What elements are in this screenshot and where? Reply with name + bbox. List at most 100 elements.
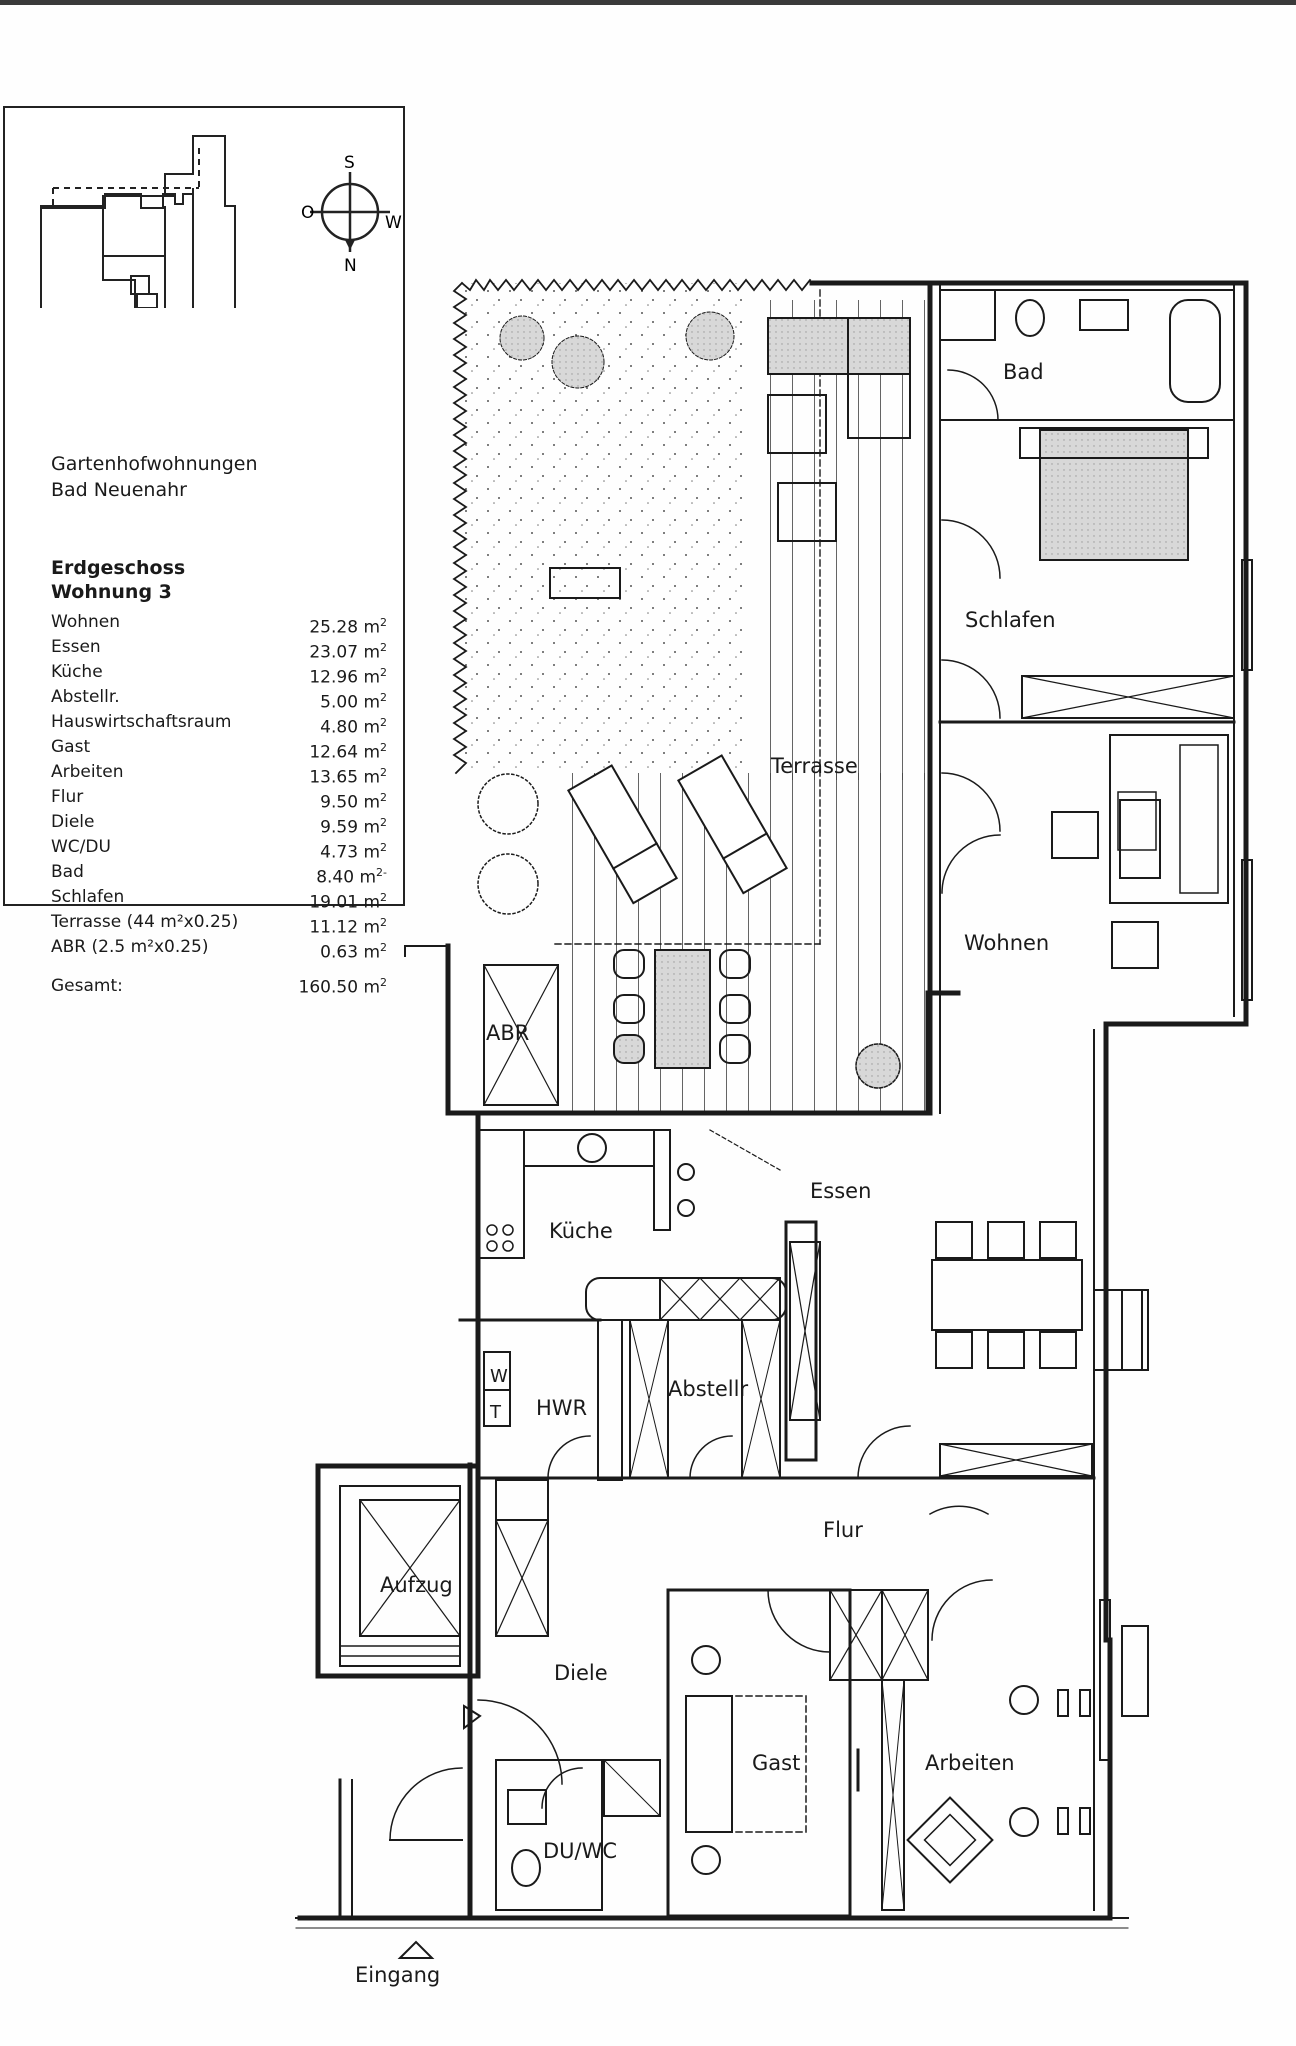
sink-icon (577, 1133, 607, 1163)
area-row: Wohnen 25.28 m2 (51, 610, 387, 638)
area-name: Gast (51, 737, 91, 757)
terrace-table (654, 949, 711, 1069)
sun-lounger (566, 764, 679, 905)
entrance-arrow-icon (463, 1704, 482, 1730)
area-sup: 2 (380, 841, 387, 854)
label-hwr: HWR (536, 1396, 587, 1420)
unit-label: Wohnung 3 (51, 581, 172, 603)
label-essen: Essen (810, 1179, 871, 1203)
area-sup: 2 (380, 691, 387, 704)
area-value: 13.65 (309, 767, 359, 788)
area-value: 9.50 (320, 792, 359, 813)
area-unit: m (363, 792, 380, 813)
palm-icon (477, 853, 539, 915)
area-value-group: 12.96 m2 (309, 660, 387, 688)
area-value: 11.12 (309, 917, 359, 938)
area-value-group: 4.73 m2 (320, 835, 387, 863)
shower-icon (603, 1759, 661, 1817)
kitchen-counter (477, 1129, 525, 1259)
toilet-icon (1015, 299, 1045, 337)
area-name: Arbeiten (51, 762, 124, 782)
floor-label: Erdgeschoss (51, 557, 186, 579)
shrub-icon (499, 315, 545, 361)
area-value: 9.59 (320, 817, 359, 838)
north-arrow-icon (345, 240, 355, 250)
total-row: Gesamt: 160.50 m2 (51, 976, 387, 998)
compass-o: O (301, 203, 314, 223)
area-unit: m (363, 917, 380, 938)
area-sup: 2 (380, 816, 387, 829)
area-value-group: 25.28 m2 (309, 610, 387, 638)
total-label: Gesamt: (51, 976, 123, 996)
site-key-plan (40, 135, 236, 308)
area-value: 19.01 (309, 892, 359, 913)
area-value-group: 8.40 m2- (316, 860, 387, 888)
label-schlafen: Schlafen (965, 608, 1056, 632)
toilet-icon (511, 1849, 541, 1887)
area-value-group: 13.65 m2 (309, 760, 387, 788)
label-eingang: Eingang (355, 1963, 440, 1987)
area-sup: 2 (380, 791, 387, 804)
armchair (1111, 921, 1159, 969)
area-value-group: 9.59 m2 (320, 810, 387, 838)
room-du-wc (495, 1759, 603, 1911)
area-sup: 2 (380, 741, 387, 754)
shower-icon (939, 289, 996, 341)
room-gast (666, 1588, 852, 1918)
area-value-group: 5.00 m2 (320, 685, 387, 713)
sun-lounger (676, 754, 789, 895)
area-sup: 2 (380, 666, 387, 679)
coffee-table (1119, 799, 1161, 879)
area-sup: 2 (380, 941, 387, 954)
label-dryer: T (489, 1402, 502, 1423)
palm-icon (477, 773, 539, 835)
area-sup: 2 (380, 766, 387, 779)
area-unit: m (363, 942, 380, 963)
area-name: WC/DU (51, 837, 111, 857)
area-name: ABR (2.5 m²x0.25) (51, 937, 209, 957)
armchair (1051, 811, 1099, 859)
label-abstellr: Abstellr (668, 1377, 748, 1401)
shrub-icon (551, 335, 605, 389)
total-unit: m (363, 977, 380, 998)
hedge-left (452, 281, 468, 775)
area-unit: m (363, 767, 380, 788)
area-value-group: 11.12 m2 (309, 910, 387, 938)
sideboard (939, 1443, 1093, 1477)
area-value-group: 12.64 m2 (309, 735, 387, 763)
total-value: 160.50 (298, 977, 359, 998)
compass-n: N (344, 256, 357, 276)
guest-sofa (685, 1695, 733, 1833)
label-du-wc: DU/WC (543, 1839, 617, 1863)
area-row: Abstellr.5.00 m2 (51, 685, 387, 713)
area-value-group: 9.50 m2 (320, 785, 387, 813)
area-name: Terrasse (44 m²x0.25) (51, 912, 239, 932)
area-sup: 2 (380, 891, 387, 904)
label-wohnen: Wohnen (964, 931, 1049, 955)
compass-rose: S N O W (301, 153, 402, 276)
area-unit: m (363, 667, 380, 688)
floor-heading: Erdgeschoss Wohnung 3 (51, 556, 185, 604)
area-sup: 2 (380, 716, 387, 729)
area-sup: 2 (380, 916, 387, 929)
room-abr (483, 964, 559, 1106)
area-sup: 2- (376, 866, 387, 879)
area-unit: m (363, 617, 380, 638)
label-terrasse: Terrasse (770, 754, 858, 778)
area-row: Gast 12.64 m2 (51, 735, 387, 763)
area-value: 0.63 (320, 942, 359, 963)
label-flur: Flur (823, 1518, 863, 1542)
area-row: ABR (2.5 m²x0.25) 0.63 m2 (51, 935, 387, 963)
project-location: Bad Neuenahr (51, 479, 187, 501)
area-unit: m (363, 692, 380, 713)
hedge-top (460, 278, 812, 292)
area-name: Wohnen (51, 612, 120, 632)
legend-panel: Gartenhofwohnungen Bad Neuenahr Erdgesch… (3, 106, 405, 998)
plant-icon (855, 1043, 901, 1089)
area-unit: m (363, 642, 380, 663)
area-unit: m (363, 842, 380, 863)
